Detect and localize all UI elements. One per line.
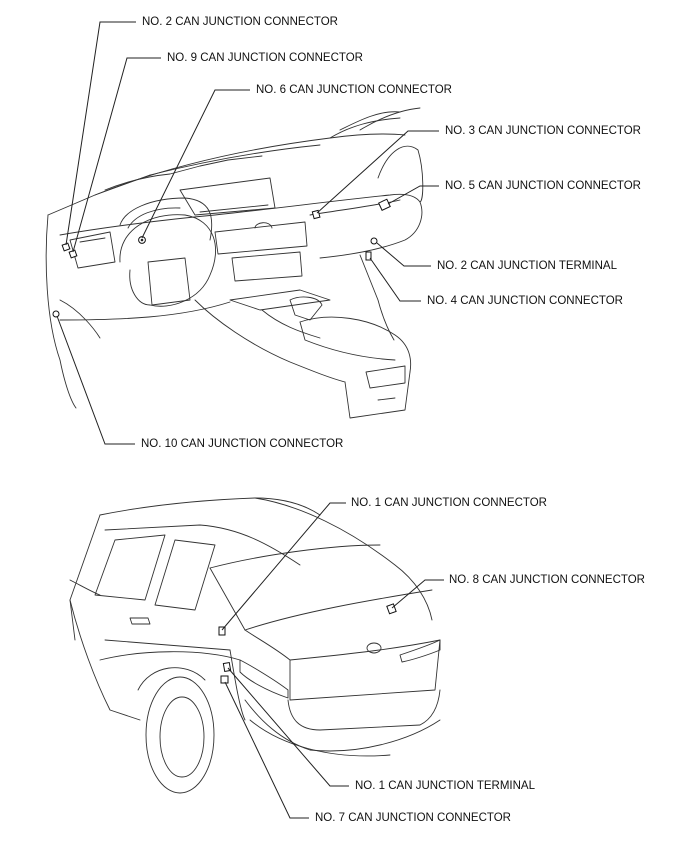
label-no5-can-junction-connector: NO. 5 CAN JUNCTION CONNECTOR bbox=[445, 180, 641, 192]
leader-lines bbox=[56, 21, 444, 819]
no10-connector-marker bbox=[52, 310, 60, 318]
no1-connector-marker bbox=[218, 626, 226, 636]
no2-connector-marker bbox=[61, 242, 71, 252]
no2-terminal-marker bbox=[370, 237, 378, 245]
instrument-panel-illustration bbox=[45, 107, 424, 419]
no5-connector-marker bbox=[378, 198, 391, 211]
connector-markers bbox=[52, 198, 397, 684]
label-no6-can-junction-connector: NO. 6 CAN JUNCTION CONNECTOR bbox=[256, 84, 452, 96]
no7-connector-marker bbox=[220, 675, 229, 684]
label-no7-can-junction-connector: NO. 7 CAN JUNCTION CONNECTOR bbox=[315, 812, 511, 824]
rear-body-illustration bbox=[69, 497, 441, 794]
label-no4-can-junction-connector: NO. 4 CAN JUNCTION CONNECTOR bbox=[427, 295, 623, 307]
label-no1-can-junction-terminal: NO. 1 CAN JUNCTION TERMINAL bbox=[355, 780, 535, 792]
label-no9-can-junction-connector: NO. 9 CAN JUNCTION CONNECTOR bbox=[167, 52, 363, 64]
label-no1-can-junction-connector: NO. 1 CAN JUNCTION CONNECTOR bbox=[351, 497, 547, 509]
label-no8-can-junction-connector: NO. 8 CAN JUNCTION CONNECTOR bbox=[449, 574, 645, 586]
label-no10-can-junction-connector: NO. 10 CAN JUNCTION CONNECTOR bbox=[141, 438, 344, 450]
label-no2-can-junction-connector: NO. 2 CAN JUNCTION CONNECTOR bbox=[142, 16, 338, 28]
no9-connector-marker bbox=[68, 249, 78, 259]
no4-connector-marker bbox=[365, 251, 372, 261]
label-no3-can-junction-connector: NO. 3 CAN JUNCTION CONNECTOR bbox=[445, 125, 641, 137]
label-no2-can-junction-terminal: NO. 2 CAN JUNCTION TERMINAL bbox=[437, 260, 617, 272]
